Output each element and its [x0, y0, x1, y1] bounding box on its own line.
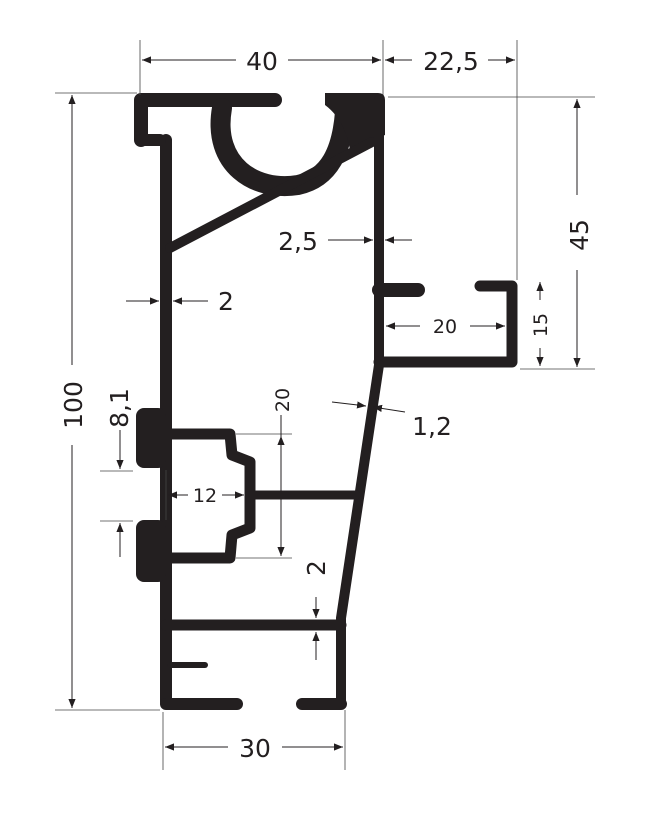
diagonal-rib — [165, 137, 377, 253]
dim-left-wall: 2 — [218, 287, 234, 316]
dim-top-width: 40 — [246, 47, 278, 76]
dim-slanted-wall: 1,2 — [412, 412, 452, 441]
dim-upper-height: 45 — [565, 219, 594, 251]
dim-slot-width: 12 — [193, 485, 217, 507]
dim-total-height: 100 — [59, 381, 88, 429]
slot-lug-upper — [136, 408, 166, 468]
profile-shape — [134, 93, 518, 710]
dim-arm-offset: 22,5 — [423, 47, 479, 76]
dim-bottom-width: 30 — [239, 734, 271, 763]
slot-lug-lower — [136, 520, 166, 582]
slanted-wall — [336, 360, 384, 707]
dimensions: 40 22,5 45 15 20 2,5 2 100 8 — [55, 40, 595, 770]
dim-bottom-rib: 2 — [302, 560, 331, 576]
dim-right-wall: 2,5 — [278, 227, 318, 256]
dim-arm-width: 20 — [433, 316, 457, 338]
top-left-lug — [134, 93, 282, 147]
hook-curve — [210, 98, 355, 197]
dim-arm-height: 15 — [530, 313, 552, 337]
dim-slot-height: 20 — [272, 388, 294, 412]
slot-outline — [160, 428, 256, 564]
arm-channel — [373, 280, 518, 368]
top-right-block — [325, 93, 385, 150]
dim-slot-opening: 8,1 — [105, 388, 134, 428]
